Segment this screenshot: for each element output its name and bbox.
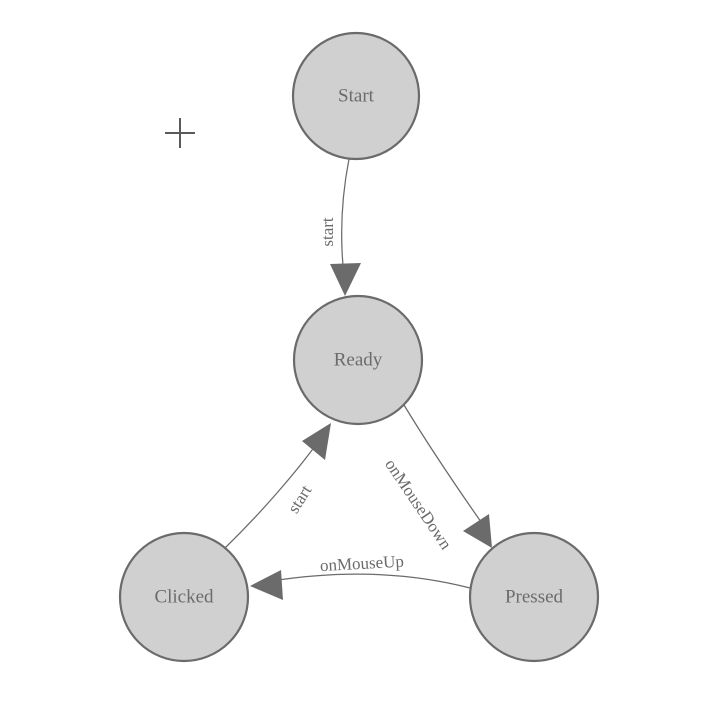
edge-path-pressed-to-clicked [271, 573, 471, 589]
arrowhead-start-to-ready [330, 263, 361, 296]
node-label-ready: Ready [334, 349, 383, 370]
edge-label-ready-to-pressed: onMouseDown [381, 455, 456, 553]
edge-label-pressed-to-clicked: onMouseUp [319, 552, 404, 575]
node-label-start: Start [338, 85, 375, 106]
node-pressed[interactable]: Pressed [468, 531, 600, 663]
node-ready[interactable]: Ready [292, 294, 424, 426]
node-circle-start [291, 31, 421, 161]
edge-pressed-to-clicked[interactable]: onMouseUp [250, 552, 471, 600]
node-circle-ready [292, 294, 424, 426]
edge-label-clicked-to-ready: start [284, 481, 316, 516]
edge-ready-to-pressed[interactable]: onMouseDown [381, 404, 492, 553]
edge-start-to-ready[interactable]: start [318, 158, 361, 296]
node-start[interactable]: Start [291, 31, 421, 161]
node-label-clicked: Clicked [154, 586, 214, 607]
plus-marker-icon[interactable] [165, 118, 195, 148]
node-circle-clicked [118, 531, 250, 663]
edge-path-clicked-to-ready [224, 441, 319, 549]
edge-path-ready-to-pressed [403, 404, 487, 530]
edge-label-start-to-ready: start [318, 217, 337, 247]
arrowhead-clicked-to-ready [302, 423, 331, 460]
arrowhead-ready-to-pressed [463, 514, 492, 548]
node-clicked[interactable]: Clicked [118, 531, 250, 663]
edge-clicked-to-ready[interactable]: start [224, 423, 331, 549]
edge-path-start-to-ready [341, 158, 350, 277]
node-circle-pressed [468, 531, 600, 663]
node-label-pressed: Pressed [505, 586, 564, 607]
arrowhead-pressed-to-clicked [250, 570, 283, 600]
